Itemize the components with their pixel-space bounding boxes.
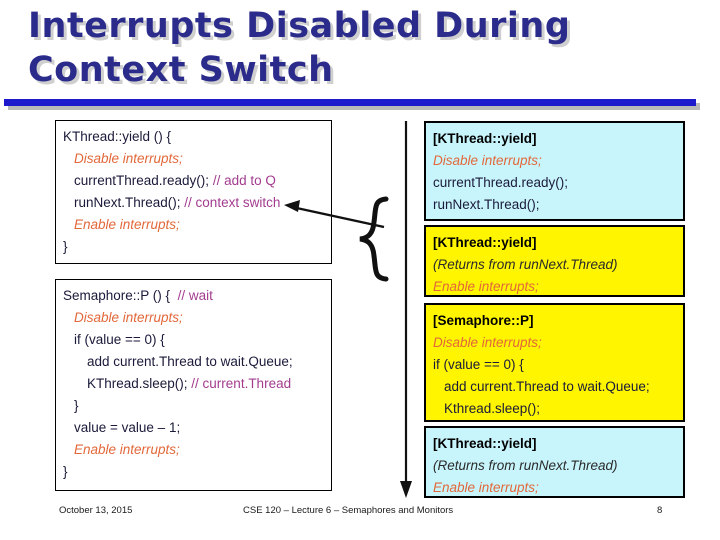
code-line: Enable interrupts; — [433, 477, 676, 499]
code-token-kw-hdr: [KThread::yield] — [433, 235, 537, 250]
title-divider — [4, 99, 696, 106]
code-line: Disable interrupts; — [63, 148, 324, 170]
code-token-irq: Enable interrupts; — [74, 217, 180, 232]
code-line: if (value == 0) { — [63, 329, 324, 351]
code-line: (Returns from runNext.Thread) — [433, 254, 676, 276]
code-line: } — [63, 461, 324, 483]
code-line: } — [63, 236, 324, 258]
code-line: value = value – 1; — [63, 417, 324, 439]
code-token-irq: Disable interrupts; — [433, 335, 542, 350]
code-token-code: add current.Thread to wait.Queue; — [87, 354, 293, 369]
code-token-code: value = value – 1; — [74, 420, 181, 435]
code-token-code: Kthread.sleep(); — [444, 401, 541, 416]
code-line: runNext.Thread(); — [433, 194, 676, 216]
code-token-cmt: // add to Q — [212, 173, 276, 188]
code-line: [KThread::yield] — [433, 232, 676, 254]
footer-page-number: 8 — [657, 505, 663, 516]
code-line: Disable interrupts; — [433, 150, 676, 172]
code-token-code: KThread.sleep(); — [87, 376, 192, 391]
code-token-cmt: // current.Thread — [191, 376, 292, 391]
code-line: currentThread.ready(); — [433, 172, 676, 194]
trace-box-1: [KThread::yield]Disable interrupts;curre… — [424, 121, 685, 221]
code-token-code: } — [74, 398, 79, 413]
code-token-irq: Enable interrupts; — [433, 480, 539, 495]
code-token-irq: Disable interrupts; — [74, 310, 183, 325]
trace-box-2: [KThread::yield](Returns from runNext.Th… — [424, 225, 685, 297]
code-token-code: KThread::yield () { — [63, 129, 172, 144]
code-line: [KThread::yield] — [433, 433, 676, 455]
code-token-code: } — [63, 239, 68, 254]
code-line: currentThread.ready(); // add to Q — [63, 170, 324, 192]
code-line: Kthread.sleep(); — [433, 398, 676, 420]
code-token-note: (Returns from runNext.Thread) — [433, 458, 618, 473]
code-line: Semaphore::P () { // wait — [63, 285, 324, 307]
code-token-note: (Returns from runNext.Thread) — [433, 257, 618, 272]
code-line: add current.Thread to wait.Queue; — [433, 376, 676, 398]
code-line: } — [63, 395, 324, 417]
code-token-code: currentThread.ready(); — [433, 175, 569, 190]
slide-footer: October 13, 2015 CSE 120 – Lecture 6 – S… — [0, 502, 720, 526]
code-token-code: runNext.Thread(); — [74, 195, 185, 210]
code-line: [KThread::yield] — [433, 128, 676, 150]
code-line: Disable interrupts; — [63, 307, 324, 329]
code-token-irq: Enable interrupts; — [433, 279, 539, 294]
code-token-code: } — [63, 464, 68, 479]
code-line: Enable interrupts; — [63, 439, 324, 461]
code-token-code: if (value == 0) { — [74, 332, 165, 347]
curly-brace-connector — [359, 196, 389, 282]
page-title: Interrupts Disabled During Context Switc… — [28, 6, 571, 90]
timeline-down-arrow — [400, 121, 412, 498]
code-line: [Semaphore::P] — [433, 310, 676, 332]
code-token-irq: Disable interrupts; — [74, 151, 183, 166]
code-line: Enable interrupts; — [63, 214, 324, 236]
code-token-kw-hdr: [KThread::yield] — [433, 436, 537, 451]
code-line: if (value == 0) { — [433, 354, 676, 376]
code-token-code: currentThread.ready(); — [74, 173, 213, 188]
code-line: add current.Thread to wait.Queue; — [63, 351, 324, 373]
code-token-irq: Enable interrupts; — [74, 442, 180, 457]
code-token-kw-hdr: [Semaphore::P] — [433, 313, 534, 328]
code-token-code: runNext.Thread(); — [433, 197, 540, 212]
code-line: Disable interrupts; — [433, 332, 676, 354]
trace-box-3: [Semaphore::P]Disable interrupts;if (val… — [424, 303, 685, 422]
code-token-cmt: // context switch — [184, 195, 281, 210]
code-token-code: if (value == 0) { — [433, 357, 524, 372]
footer-date: October 13, 2015 — [59, 505, 133, 516]
code-line: Enable interrupts; — [433, 276, 676, 298]
code-line: KThread::yield () { — [63, 126, 324, 148]
code-token-kw-hdr: [KThread::yield] — [433, 131, 537, 146]
code-line: KThread.sleep(); // current.Thread — [63, 373, 324, 395]
code-token-code: Semaphore::P () { — [63, 288, 178, 303]
code-line: runNext.Thread(); // context switch — [63, 192, 324, 214]
code-token-code: add current.Thread to wait.Queue; — [444, 379, 650, 394]
footer-course-info: CSE 120 – Lecture 6 – Semaphores and Mon… — [243, 505, 454, 516]
code-token-cmt: // wait — [177, 288, 213, 303]
trace-box-4: [KThread::yield](Returns from runNext.Th… — [424, 426, 685, 498]
code-box-kthread-yield: KThread::yield () {Disable interrupts;cu… — [55, 120, 332, 264]
code-token-irq: Disable interrupts; — [433, 153, 542, 168]
code-line: (Returns from runNext.Thread) — [433, 455, 676, 477]
slide-title: Interrupts Disabled During Context Switc… — [28, 4, 688, 96]
